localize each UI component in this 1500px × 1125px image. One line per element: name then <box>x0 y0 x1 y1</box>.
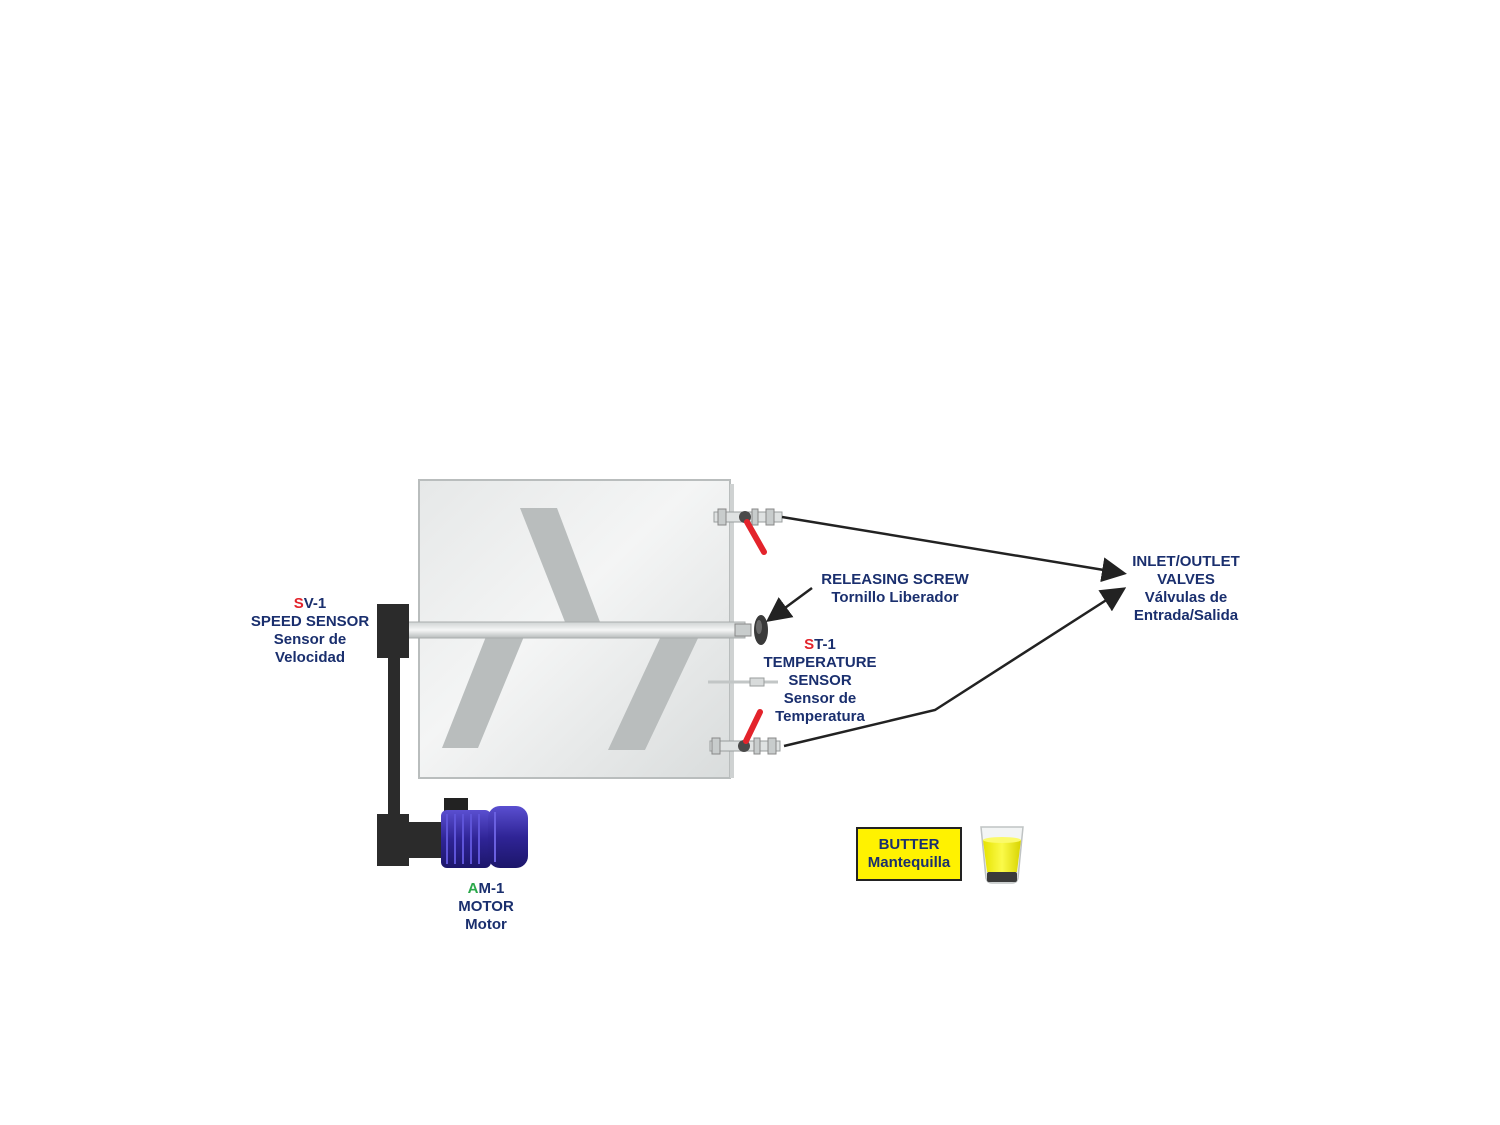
valves-name-en-2: VALVES <box>1157 571 1215 588</box>
paddle-upper <box>520 508 600 622</box>
temperature-sensor-name-en-2: SENSOR <box>788 672 852 689</box>
speed-sensor-block <box>377 604 409 658</box>
butter-legend-en: BUTTER <box>878 836 940 853</box>
valves-name-en-1: INLET/OUTLET <box>1132 553 1240 570</box>
valves-name-es-1: Válvulas de <box>1144 589 1228 606</box>
motor-tag-rest: M-1 <box>478 880 505 897</box>
agitator-shaft <box>404 621 746 639</box>
motor-name-es: Motor <box>465 916 507 933</box>
releasing-screw-label: RELEASING SCREW Tornillo Liberador <box>812 571 978 607</box>
paddle-lower-left <box>442 634 525 748</box>
valves-label: INLET/OUTLET VALVES Válvulas de Entrada/… <box>1116 553 1256 625</box>
upper-valve-handle[interactable] <box>744 519 767 555</box>
releasing-screw-name-en: RELEASING SCREW <box>821 571 969 588</box>
motor-tag-letter: A <box>467 880 479 897</box>
arrow-releasing-screw <box>765 586 813 622</box>
butter-legend-box: BUTTER Mantequilla <box>856 827 962 881</box>
motor-tag: AM-1 <box>436 880 536 898</box>
motor-name-en: MOTOR <box>458 898 514 915</box>
speed-sensor-tag-letter: S <box>293 595 304 612</box>
speed-sensor-label: SV-1 SPEED SENSOR Sensor de Velocidad <box>246 595 374 667</box>
speed-sensor-tag-rest: V-1 <box>303 595 327 612</box>
temperature-sensor-label: ST-1 TEMPERATURE SENSOR Sensor de Temper… <box>758 636 882 726</box>
drive-belt <box>388 656 400 816</box>
speed-sensor-name-en: SPEED SENSOR <box>250 613 370 630</box>
churn-tank <box>404 479 746 779</box>
lower-valve-handle[interactable] <box>743 709 763 744</box>
speed-sensor-tag: SV-1 <box>246 595 374 613</box>
temperature-sensor-name-en-1: TEMPERATURE <box>763 654 877 671</box>
temperature-sensor-tag-rest: T-1 <box>814 636 836 653</box>
releasing-screw[interactable] <box>734 615 768 645</box>
paddle-lower-right <box>608 634 700 750</box>
temperature-sensor-name-es-2: Temperatura <box>775 708 865 725</box>
belt-drive <box>377 604 443 866</box>
speed-sensor-name-es-1: Sensor de <box>273 631 347 648</box>
motor <box>441 798 528 868</box>
temperature-sensor-name-es-1: Sensor de <box>783 690 857 707</box>
butter-glass-icon <box>980 826 1024 884</box>
temperature-sensor-tag-letter: S <box>804 636 815 653</box>
valves-name-es-2: Entrada/Salida <box>1133 607 1239 624</box>
speed-sensor-name-es-2: Velocidad <box>274 649 346 666</box>
temperature-sensor-probe <box>708 677 778 687</box>
temperature-sensor-tag: ST-1 <box>758 636 882 654</box>
arrow-upper-valve <box>781 515 1127 583</box>
leader-arrows <box>765 515 1127 748</box>
lower-valve[interactable] <box>709 709 781 755</box>
arrow-lower-valve <box>783 587 1127 748</box>
releasing-screw-name-es: Tornillo Liberador <box>831 589 959 606</box>
motor-label: AM-1 MOTOR Motor <box>436 880 536 934</box>
lower-pulley-block <box>377 814 409 866</box>
butter-legend-es: Mantequilla <box>867 854 951 871</box>
